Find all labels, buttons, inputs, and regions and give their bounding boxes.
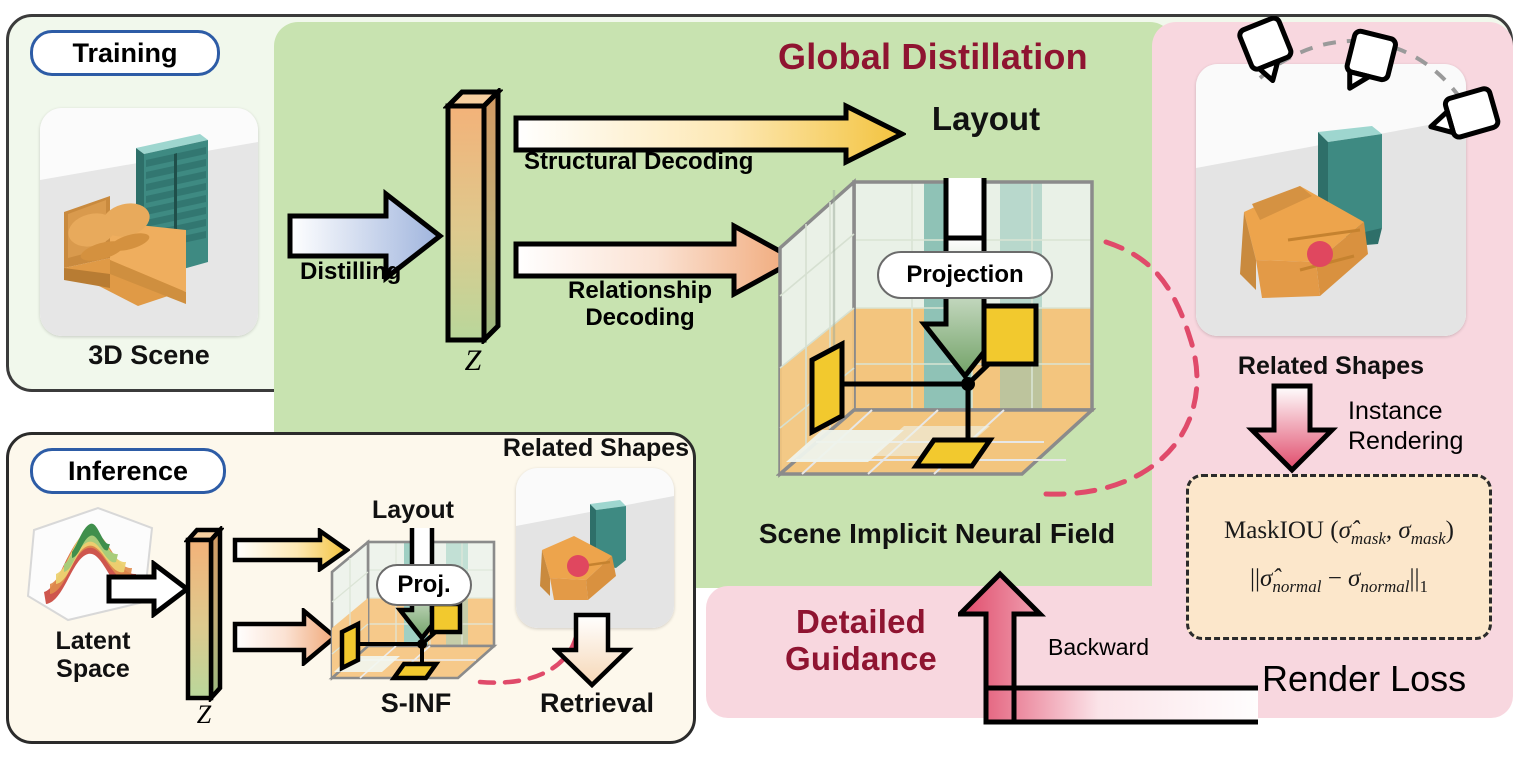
latent-bar-svg [182,524,226,704]
latent-bar-training [441,85,505,349]
arrow-down-icon [550,612,634,689]
relationship-decoding-label-l1: Relationship [567,277,712,304]
scene-caption: 3D Scene [88,340,210,370]
detailed-guidance-title: Detailed Guidance [756,603,966,678]
arrow-right-icon [232,606,339,668]
arrow-down-icon [1245,383,1339,474]
latent-to-z-arrow [106,558,192,623]
inference-badge-label: Inference [67,455,189,486]
global-distillation-title: Global Distillation [778,36,1088,77]
related-shapes-svg [516,468,674,628]
s-inf-cube [326,491,512,697]
inference-badge: Inference [30,448,226,494]
scene-thumbnail [40,108,258,336]
relationship-decoding-label-l2: Decoding [585,303,695,331]
camera-icon [1344,28,1398,91]
latent-space-caption-l2: Space [56,654,130,683]
s-inf-cube-svg [328,491,498,681]
distilling-label: Distilling [300,258,402,285]
inference-layout-arrow [232,526,351,577]
latent-symbol-inference: Z [196,700,212,729]
relationship-decoding-arrow [512,221,802,303]
s-inf-caption: S-INF [380,688,452,718]
latent-space-thumbnail [24,504,160,629]
field-cube-svg [775,81,1097,478]
arrow-right-icon [513,101,908,167]
related-shapes-thumbnail-inference [516,468,674,628]
field-caption: Scene Implicit Neural Field [758,518,1116,549]
detailed-guidance-title-l1: Detailed Guidance [785,603,937,677]
correspondence-dot-training [1307,241,1333,267]
latent-space-svg [26,506,154,622]
related-shapes-caption-inference: Related Shapes [502,434,690,462]
instance-rendering-label-l2: Rendering [1348,427,1464,455]
training-badge: Training [30,30,220,76]
related-shapes-svg [1196,64,1466,336]
structural-decoding-label: Structural Decoding [524,148,754,175]
projection-label: Projection [906,261,1024,288]
instance-rendering-arrow [1245,382,1339,479]
scene-implicit-neural-field [775,81,1097,513]
retrieval-label: Retrieval [539,688,655,718]
related-shapes-thumbnail [1196,64,1466,336]
latent-symbol-training: Z [464,344,482,377]
instance-rendering-label-l1: Instance [1348,397,1443,425]
arrow-right-icon [287,188,445,284]
layout-label-training: Layout [931,100,1041,137]
projection-pill: Projection [877,251,1053,299]
latent-space-caption: Latent Space [18,627,168,683]
loss-formula-normal: ||σ̂normal − σnormal||1 [1249,565,1429,596]
arrow-right-icon [513,221,802,299]
loss-box: MaskIOU (σ̂mask, σmask) ||σ̂normal − σno… [1186,474,1492,640]
camera-arc [1237,16,1501,140]
latent-bar-inference [182,524,226,707]
retrieval-arrow [550,612,634,693]
backward-label: Backward [1048,634,1149,660]
training-badge-label: Training [72,37,178,68]
projection-label-inference: Proj. [397,571,451,598]
latent-space-caption-l1: Latent [55,627,131,655]
instance-rendering-label: Instance Rendering [1348,396,1463,456]
structural-decoding-arrow [512,101,908,171]
render-loss-label: Render Loss [1262,658,1467,699]
inference-layout-label: Layout [372,496,454,524]
camera-icon [1237,16,1294,84]
camera-icon [1428,86,1501,140]
latent-bar-svg [441,85,505,347]
loss-formula-maskiou: MaskIOU (σ̂mask, σmask) [1224,517,1454,548]
inference-relationship-arrow [232,606,339,671]
scene-thumbnail-svg [40,108,258,336]
projection-pill-inference: Proj. [376,564,472,606]
arrow-right-icon [232,526,351,574]
relationship-decoding-label: Relationship Decoding [520,277,760,332]
correspondence-dot-inference [567,555,589,577]
distilling-arrow [286,186,446,291]
arrow-right-icon [106,558,192,620]
related-shapes-caption: Related Shapes [1237,352,1425,380]
